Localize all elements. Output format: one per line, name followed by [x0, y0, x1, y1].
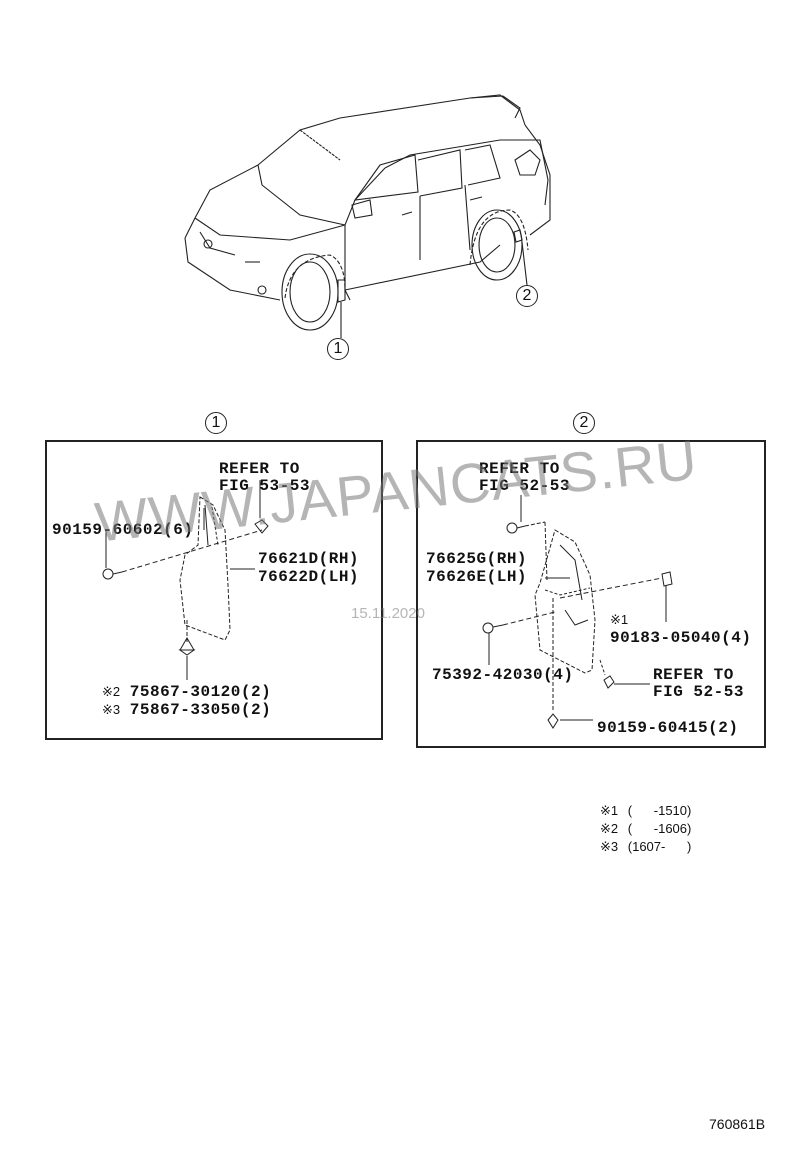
panel-2-fig-ref-2[interactable]: FIG 52-53: [653, 683, 744, 701]
panel-2-refer-to: REFER TO: [479, 460, 560, 478]
overview-callout-2[interactable]: 2: [516, 285, 538, 307]
applicability-mark-1: ※1: [610, 612, 629, 627]
panel-1-frame: [45, 440, 383, 740]
overview-callout-1[interactable]: 1: [327, 338, 349, 360]
part-75867-33050: 75867-33050(2): [129, 701, 272, 719]
applicability-mark: ※2: [102, 684, 121, 699]
note-mark: ※1: [600, 803, 619, 818]
part-row-75867-33050[interactable]: ※3 75867-33050(2): [102, 699, 271, 719]
panel-2-fig-ref[interactable]: FIG 52-53: [479, 477, 570, 495]
part-76621D-rh[interactable]: 76621D(RH): [258, 550, 360, 568]
note-2: ※2 ( -1606): [600, 818, 691, 836]
note-3: ※3 (1607- ): [600, 836, 691, 854]
part-row-75867-30120[interactable]: ※2 75867-30120(2): [102, 681, 271, 701]
note-mark: ※2: [600, 821, 619, 836]
panel-2-drawing: [482, 495, 673, 729]
note-range: (1607- ): [627, 839, 692, 854]
figure-id: 760861B: [709, 1116, 766, 1132]
panel-1-drawing: [102, 480, 269, 680]
panel-2-callout: 2: [573, 412, 595, 434]
part-76625G-rh[interactable]: 76625G(RH): [426, 550, 528, 568]
panel-1-callout: 1: [205, 412, 227, 434]
applicability-notes: ※1 ( -1510) ※2 ( -1606) ※3 (1607- ): [600, 800, 691, 854]
note-range: ( -1510): [627, 803, 692, 818]
panel-2-refer-to-2: REFER TO: [653, 666, 734, 684]
panel-2-frame: [416, 440, 766, 748]
note-1: ※1 ( -1510): [600, 800, 691, 818]
vehicle-overview-illustration: [184, 94, 551, 338]
panel-1-fig-ref[interactable]: FIG 53-53: [219, 477, 310, 495]
part-90183-05040[interactable]: 90183-05040(4): [610, 629, 752, 647]
panel-1-refer-to: REFER TO: [219, 460, 300, 478]
part-75867-30120: 75867-30120(2): [129, 683, 272, 701]
part-76626E-lh[interactable]: 76626E(LH): [426, 568, 528, 586]
part-75392-42030[interactable]: 75392-42030(4): [432, 666, 574, 684]
applicability-mark: ※3: [102, 702, 121, 717]
note-range: ( -1606): [627, 821, 692, 836]
note-mark: ※3: [600, 839, 619, 854]
watermark-date: 15.11.2020: [351, 605, 425, 622]
part-90159-60602[interactable]: 90159-60602(6): [52, 521, 194, 539]
part-76622D-lh[interactable]: 76622D(LH): [258, 568, 360, 586]
part-90159-60415[interactable]: 90159-60415(2): [597, 719, 739, 737]
